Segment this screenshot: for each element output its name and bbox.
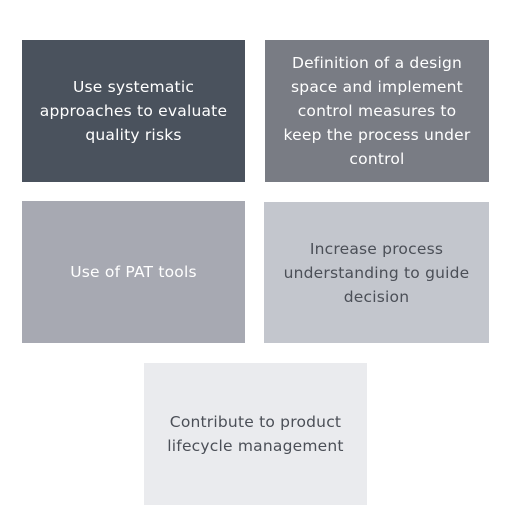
tile-lifecycle-management: Contribute to product lifecycle manageme… [144,363,367,505]
tile-design-space: Definition of a design space and impleme… [265,40,489,182]
tile-lifecycle-management-text: Contribute to product lifecycle manageme… [167,413,344,455]
tile-process-understanding-text: Increase process understanding to guide … [283,239,470,306]
tile-pat-tools-text: Use of PAT tools [70,263,197,281]
tile-design-space-text: Definition of a design space and impleme… [283,54,471,168]
tile-process-understanding: Increase process understanding to guide … [264,202,489,343]
tile-pat-tools: Use of PAT tools [22,201,245,343]
tile-quality-risks-text: Use systematic approaches to evaluate qu… [39,78,228,144]
tile-quality-risks: Use systematic approaches to evaluate qu… [22,40,245,182]
